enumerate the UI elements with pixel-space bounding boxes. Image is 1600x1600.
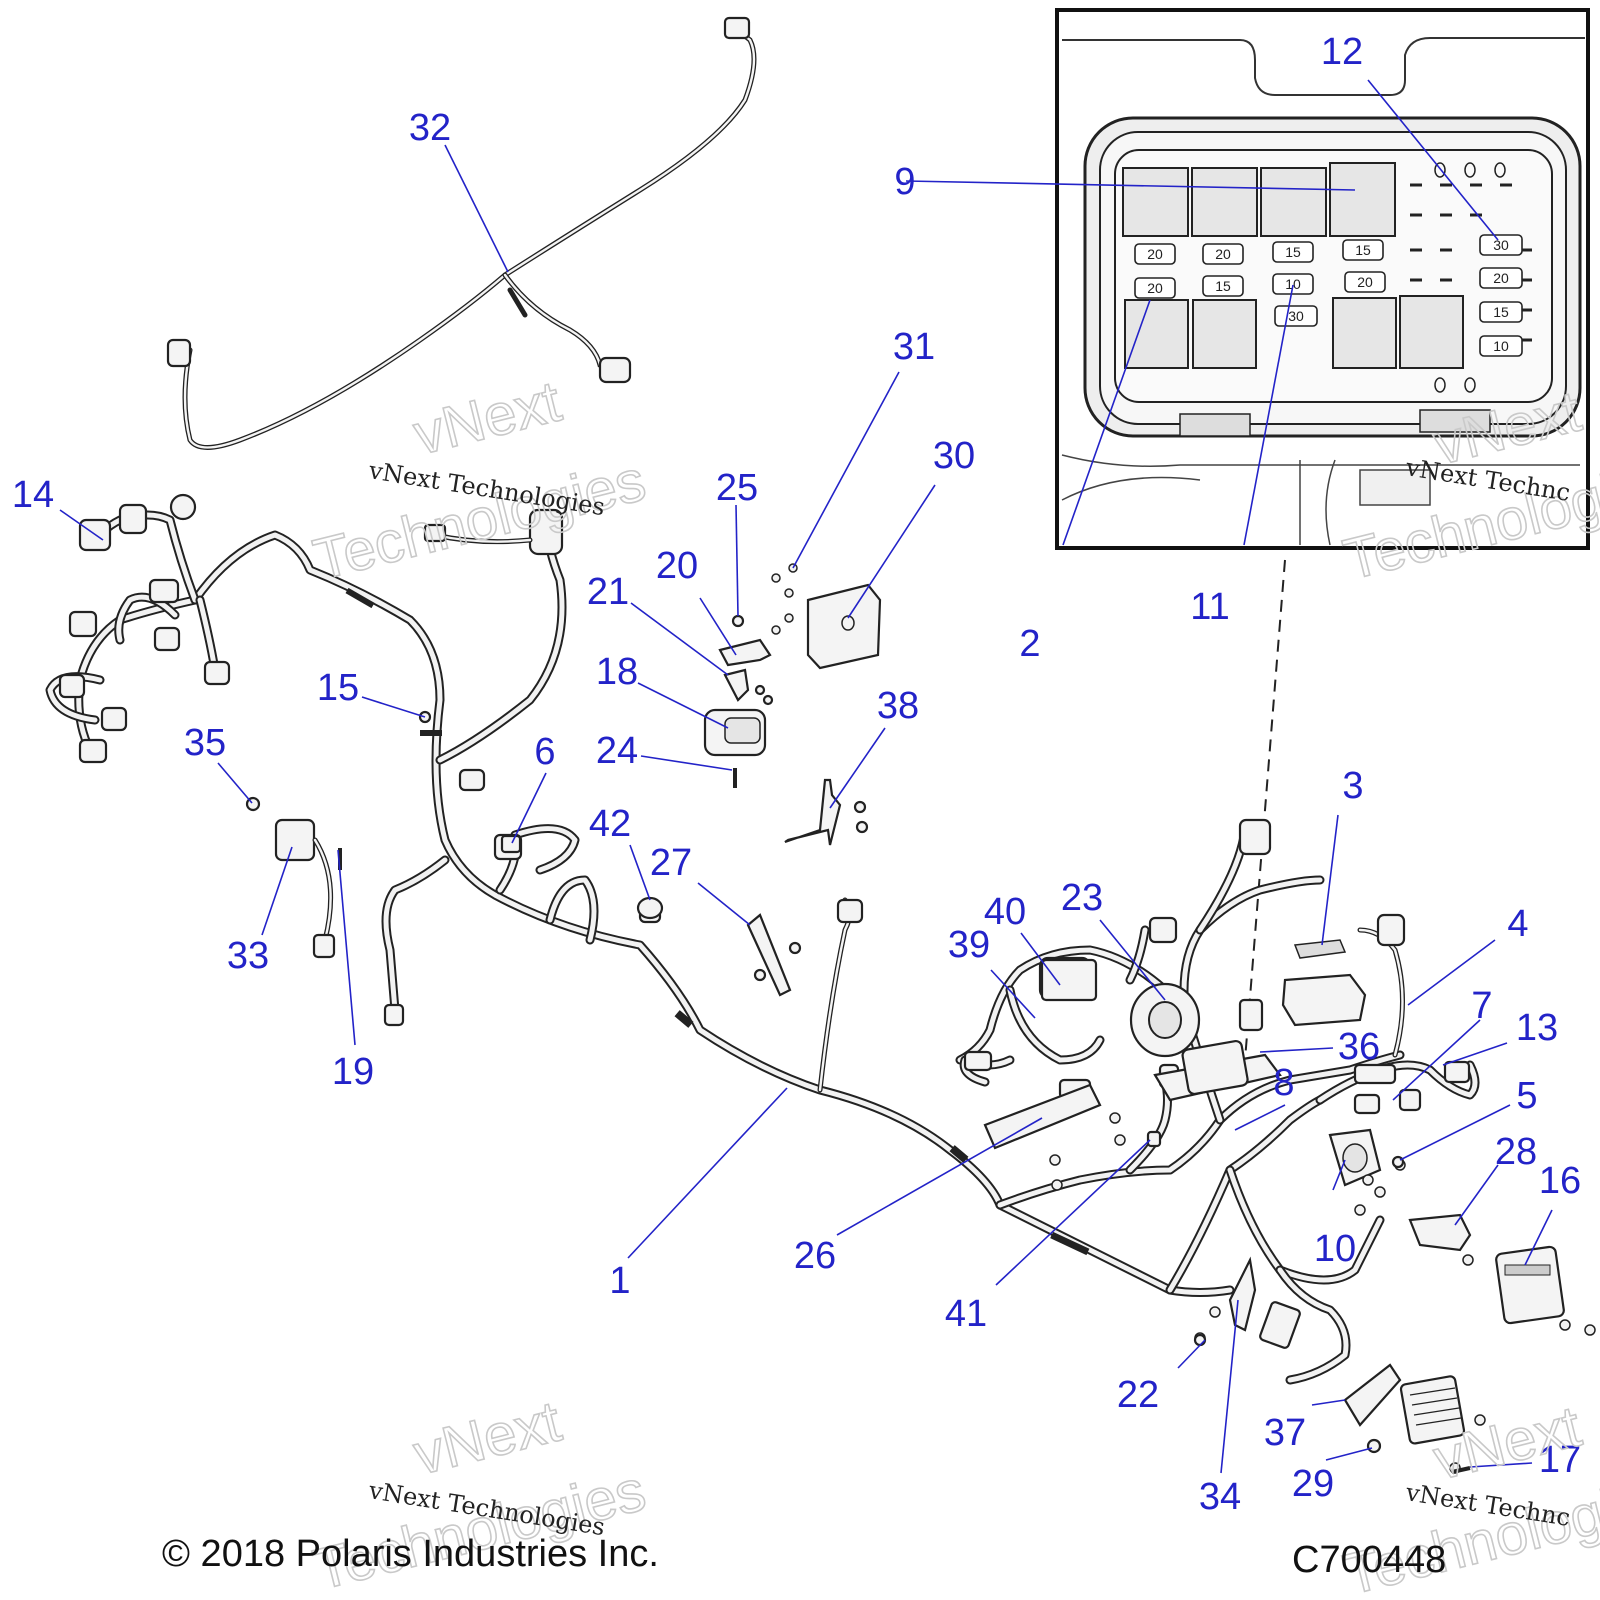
fuse-label: 20 [1147,246,1163,262]
callout-20: 20 [656,545,698,587]
callout-35: 35 [184,722,226,764]
fuse-slots: 20 20 15 15 30 20 15 20 10 20 30 15 10 [1134,234,1523,357]
callout-5: 5 [1516,1075,1537,1117]
fuse-label: 30 [1288,308,1304,324]
fuse-label: 20 [1215,246,1231,262]
fuse-box-inset: 20 20 15 15 30 20 15 20 10 20 30 15 10 [1055,8,1590,550]
callout-19: 19 [332,1051,374,1093]
callout-8: 8 [1273,1062,1294,1104]
fuse-label: 15 [1493,304,1509,320]
fuse-label: 20 [1357,274,1373,290]
fuse-label: 10 [1493,338,1509,354]
callout-labels: 1 2 3 4 5 6 7 8 9 10 11 12 13 14 15 16 1… [12,31,1581,1518]
callout-16: 16 [1539,1160,1581,1202]
callout-15: 15 [317,667,359,709]
callout-9: 9 [894,161,915,203]
rear-harness-32 [166,16,757,450]
callout-11: 11 [1190,586,1229,628]
callout-14: 14 [12,474,54,516]
callout-2: 2 [1019,623,1040,665]
fuse-label: 20 [1493,270,1509,286]
callout-32: 32 [409,107,451,149]
callout-39: 39 [948,924,990,966]
callout-41: 41 [945,1293,987,1335]
callout-38: 38 [877,685,919,727]
callout-13: 13 [1516,1007,1558,1049]
callout-33: 33 [227,935,269,977]
copyright-text: © 2018 Polaris Industries Inc. [162,1533,659,1575]
fuse-label: 20 [1147,280,1163,296]
watermark-stamp: vNext [407,1389,567,1488]
callout-31: 31 [893,326,935,368]
callout-28: 28 [1495,1131,1537,1173]
callout-17: 17 [1539,1439,1581,1481]
callout-40: 40 [984,891,1026,933]
callout-21: 21 [587,571,629,613]
callout-29: 29 [1292,1463,1334,1505]
diagram-code: C700448 [1292,1539,1446,1581]
leader-lines [59,79,1553,1474]
callout-7: 7 [1471,985,1492,1027]
callout-36: 36 [1338,1026,1380,1068]
watermark-stamp: vNext [407,369,567,468]
callout-23: 23 [1061,877,1103,919]
callout-6: 6 [534,731,555,773]
callout-1: 1 [609,1260,630,1302]
callout-34: 34 [1199,1476,1241,1518]
callout-12: 12 [1321,31,1363,73]
callout-37: 37 [1264,1412,1306,1454]
inset-link-line [1244,559,1286,1061]
callout-24: 24 [596,730,638,772]
callout-27: 27 [650,842,692,884]
callout-25: 25 [716,467,758,509]
callout-10: 10 [1314,1228,1356,1270]
fuse-label: 30 [1493,237,1509,253]
callout-4: 4 [1507,903,1528,945]
fuse-label: 15 [1285,244,1301,260]
callout-42: 42 [589,803,631,845]
callout-22: 22 [1117,1374,1159,1416]
main-harness-1 [45,493,1235,1297]
fuse-label: 15 [1355,242,1371,258]
center-parts [245,563,1471,1474]
fuse-label: 15 [1215,278,1231,294]
callout-3: 3 [1342,765,1363,807]
callout-18: 18 [596,651,638,693]
front-harness-assembly [955,818,1596,1474]
callout-30: 30 [933,435,975,477]
callout-26: 26 [794,1235,836,1277]
fuse-label: 10 [1285,276,1301,292]
